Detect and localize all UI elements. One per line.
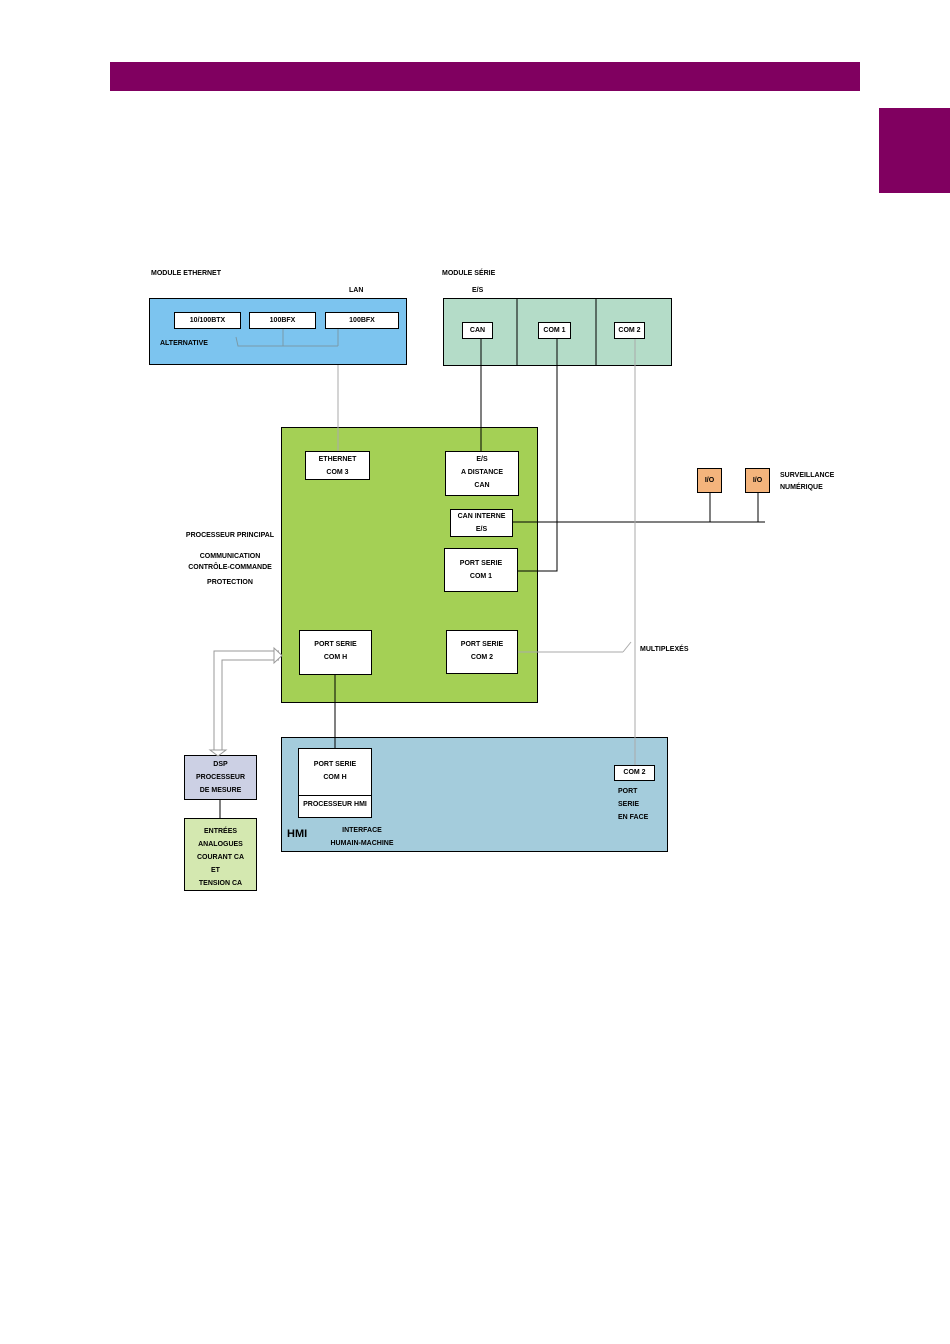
remote-io-l1: E/S <box>476 456 488 463</box>
io-box-2-label: I/O <box>752 477 763 484</box>
analog-l3: COURANT CA <box>196 854 245 861</box>
port-100bfx-1: 100BFX <box>249 312 316 329</box>
can-internal-l1: CAN INTERNE <box>457 513 506 520</box>
io-box-1: I/O <box>697 468 722 493</box>
header-bar <box>110 62 860 91</box>
hmi-port-label: PORT SERIE COM H <box>298 758 372 784</box>
multiplexed-label: MULTIPLEXÉS <box>640 646 689 653</box>
main-processor-label-line4: PROTECTION <box>207 579 253 586</box>
hmi-desc-l1: INTERFACE <box>342 827 382 834</box>
dsp-l2: PROCESSEUR <box>195 774 245 781</box>
ethernet-module-title: MODULE ETHERNET <box>151 270 221 277</box>
port-serial-comh-box: PORT SERIE COM H <box>299 630 372 675</box>
serial-can-label: CAN <box>469 327 486 334</box>
serial-es-label: E/S <box>472 287 484 294</box>
remote-io-can-box: E/S A DISTANCE CAN <box>445 451 519 496</box>
serial-com2-label: COM 2 <box>618 327 641 334</box>
can-internal-l2: E/S <box>475 526 488 533</box>
analog-l4: ET <box>211 867 220 874</box>
front-port-l1: PORT <box>618 788 638 795</box>
port-serial-com1-box: PORT SERIE COM 1 <box>444 548 518 592</box>
port-com2-l2: COM 2 <box>470 654 494 661</box>
port-com1-l2: COM 1 <box>469 573 493 580</box>
serial-com1-port: COM 1 <box>538 322 571 339</box>
front-port-l3: EN FACE <box>618 814 649 821</box>
multiplex-switch <box>622 641 632 653</box>
hmi-description: INTERFACE HUMAIN-MACHINE <box>322 824 402 850</box>
port-10-100btx-label: 10/100BTX <box>189 317 226 324</box>
serial-com2-port: COM 2 <box>614 322 645 339</box>
hmi-port-l1: PORT SERIE <box>313 761 357 768</box>
analog-l2: ANALOGUES <box>198 841 243 848</box>
port-com1-l1: PORT SERIE <box>459 560 503 567</box>
main-processor-label-line2: COMMUNICATION <box>199 553 261 560</box>
side-tab <box>879 108 950 193</box>
main-processor-label-line1: PROCESSEUR PRINCIPAL <box>185 532 275 539</box>
port-100bfx-1-label: 100BFX <box>269 317 296 324</box>
analog-l5: TENSION CA <box>198 880 243 887</box>
ethernet-com3-l1: ETHERNET <box>318 456 357 463</box>
serial-module-title: MODULE SÉRIE <box>442 270 496 277</box>
main-processor-label: PROCESSEUR PRINCIPAL COMMUNICATION CONTR… <box>170 530 290 588</box>
dsp-link-inner <box>221 659 279 752</box>
dsp-box: DSP PROCESSEUR DE MESURE <box>184 755 257 800</box>
front-port-label: PORT SERIE EN FACE <box>618 785 648 824</box>
port-serial-com2-box: PORT SERIE COM 2 <box>446 630 518 674</box>
analog-l1: ENTRÉES <box>203 828 238 835</box>
hmi-desc-l2: HUMAIN-MACHINE <box>330 840 394 847</box>
hmi-com2-box: COM 2 <box>614 765 655 781</box>
remote-io-l3: CAN <box>474 482 490 489</box>
surv-l1: SURVEILLANCE <box>780 472 835 479</box>
port-10-100btx: 10/100BTX <box>174 312 241 329</box>
ethernet-com3-l2: COM 3 <box>326 469 349 476</box>
hmi-com2-label: COM 2 <box>623 769 646 776</box>
lan-label: LAN <box>349 287 364 294</box>
main-processor-label-line3: CONTRÔLE-COMMANDE <box>188 564 272 571</box>
io-box-1-label: I/O <box>704 477 715 484</box>
port-100bfx-2-label: 100BFX <box>349 317 375 324</box>
surv-l2: NUMÉRIQUE <box>780 484 823 491</box>
digital-monitoring-label: SURVEILLANCE NUMÉRIQUE <box>780 470 834 494</box>
ethernet-com3-box: ETHERNET COM 3 <box>305 451 370 480</box>
dsp-l1: DSP <box>213 761 228 768</box>
dsp-l3: DE MESURE <box>199 787 242 794</box>
io-box-2: I/O <box>745 468 770 493</box>
dsp-link-outer <box>213 650 279 752</box>
serial-can-port: CAN <box>462 322 493 339</box>
alternative-label: ALTERNATIVE <box>160 340 208 347</box>
port-com2-l1: PORT SERIE <box>460 641 504 648</box>
port-100bfx-2: 100BFX <box>325 312 399 329</box>
can-internal-io-box: CAN INTERNE E/S <box>450 509 513 537</box>
front-port-l2: SERIE <box>618 801 640 808</box>
hmi-port-box <box>298 748 372 818</box>
hmi-port-l2: COM H <box>323 774 347 781</box>
ethernet-module <box>149 298 407 365</box>
port-comh-l2: COM H <box>323 654 348 661</box>
hmi-port-divider <box>298 795 372 796</box>
serial-com1-label: COM 1 <box>543 327 566 334</box>
hmi-processor-label: PROCESSEUR HMI <box>303 801 367 808</box>
analog-inputs-box: ENTRÉES ANALOGUES COURANT CA ET TENSION … <box>184 818 257 891</box>
port-comh-l1: PORT SERIE <box>314 641 357 648</box>
hmi-title: HMI <box>287 828 308 840</box>
remote-io-l2: A DISTANCE <box>461 469 503 476</box>
